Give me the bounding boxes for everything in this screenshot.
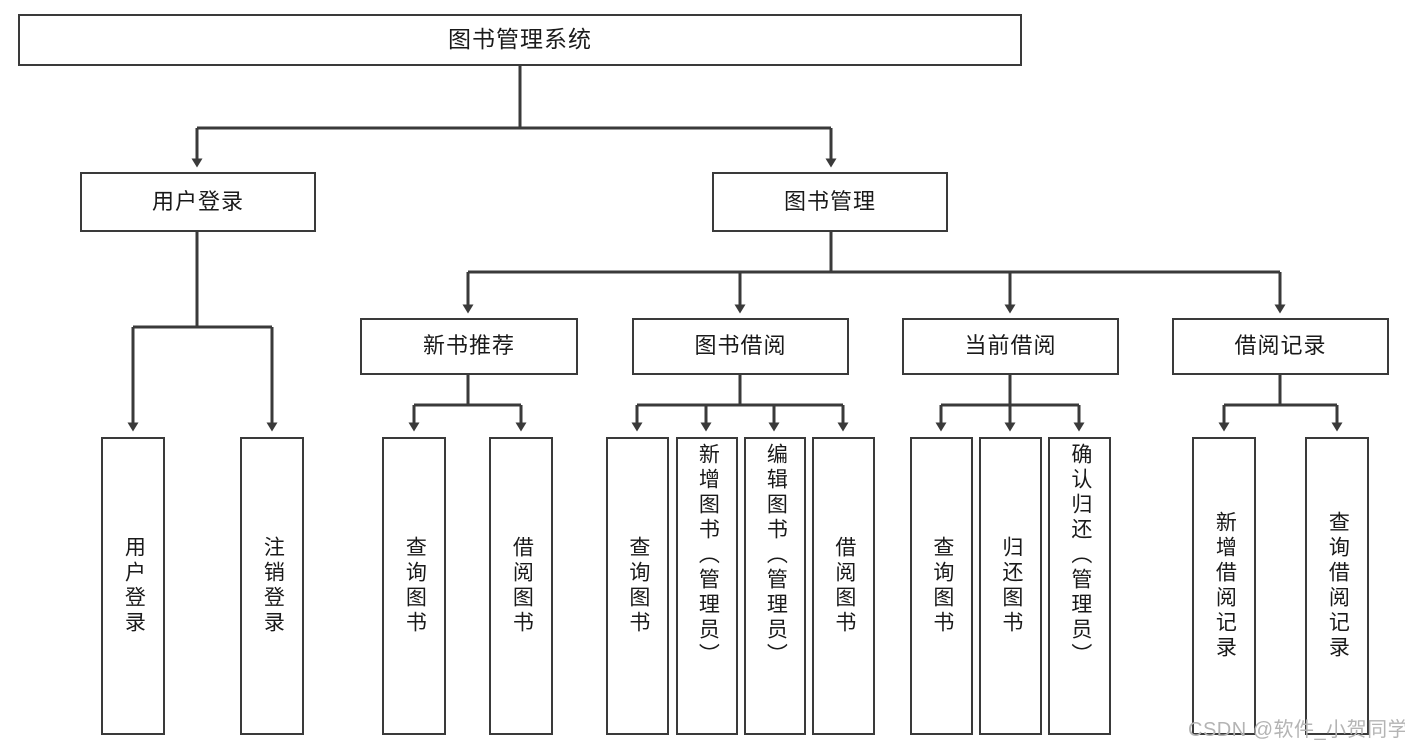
- watermark-text: CSDN @软件_小贺同学: [1188, 719, 1405, 741]
- node-label: 图书管理系统: [448, 26, 592, 53]
- node-book-management[interactable]: 图书管理: [712, 172, 948, 232]
- leaf-label: 借阅图书: [510, 536, 534, 636]
- node-label: 用户登录: [151, 188, 244, 214]
- leaf-borrow-edit-book-admin[interactable]: 编辑图书（管理员）: [744, 437, 806, 735]
- leaf-current-confirm-return-admin[interactable]: 确认归还（管理员）: [1048, 437, 1111, 735]
- leaf-current-query-book[interactable]: 查询图书: [910, 437, 973, 735]
- leaf-label: 确认归还（管理员）: [1068, 443, 1092, 668]
- leaf-borrow-add-book-admin[interactable]: 新增图书（管理员）: [676, 437, 738, 735]
- leaf-new-book-borrow-book[interactable]: 借阅图书: [489, 437, 553, 735]
- node-label: 借阅记录: [1234, 333, 1327, 359]
- leaf-new-book-query-book[interactable]: 查询图书: [382, 437, 446, 735]
- leaf-record-add-record[interactable]: 新增借阅记录: [1192, 437, 1256, 735]
- leaf-current-return-book[interactable]: 归还图书: [979, 437, 1042, 735]
- leaf-label: 查询图书: [626, 536, 650, 636]
- leaf-borrow-query-book[interactable]: 查询图书: [606, 437, 669, 735]
- node-user-login[interactable]: 用户登录: [80, 172, 316, 232]
- node-book-borrow[interactable]: 图书借阅: [632, 318, 849, 375]
- leaf-label: 查询图书: [403, 536, 427, 636]
- leaf-record-query-record[interactable]: 查询借阅记录: [1305, 437, 1369, 735]
- leaf-label: 注销登录: [261, 536, 285, 636]
- node-new-book-recommend[interactable]: 新书推荐: [360, 318, 578, 375]
- node-label: 图书借阅: [694, 333, 787, 359]
- node-label: 新书推荐: [422, 333, 515, 359]
- node-borrow-record[interactable]: 借阅记录: [1172, 318, 1389, 375]
- node-label: 图书管理: [783, 188, 876, 214]
- leaf-user-login-logout[interactable]: 注销登录: [240, 437, 304, 735]
- node-label: 当前借阅: [964, 333, 1057, 359]
- node-current-borrow[interactable]: 当前借阅: [902, 318, 1119, 375]
- leaf-label: 编辑图书（管理员）: [764, 443, 788, 668]
- leaf-label: 用户登录: [122, 536, 146, 636]
- leaf-label: 查询借阅记录: [1326, 511, 1350, 661]
- leaf-user-login-login[interactable]: 用户登录: [101, 437, 165, 735]
- leaf-label: 新增图书（管理员）: [696, 443, 720, 668]
- leaf-label: 新增借阅记录: [1213, 511, 1237, 661]
- node-root-book-management-system[interactable]: 图书管理系统: [18, 14, 1022, 66]
- leaf-label: 查询图书: [930, 536, 954, 636]
- leaf-label: 借阅图书: [832, 536, 856, 636]
- leaf-borrow-borrow-book[interactable]: 借阅图书: [812, 437, 875, 735]
- leaf-label: 归还图书: [999, 536, 1023, 636]
